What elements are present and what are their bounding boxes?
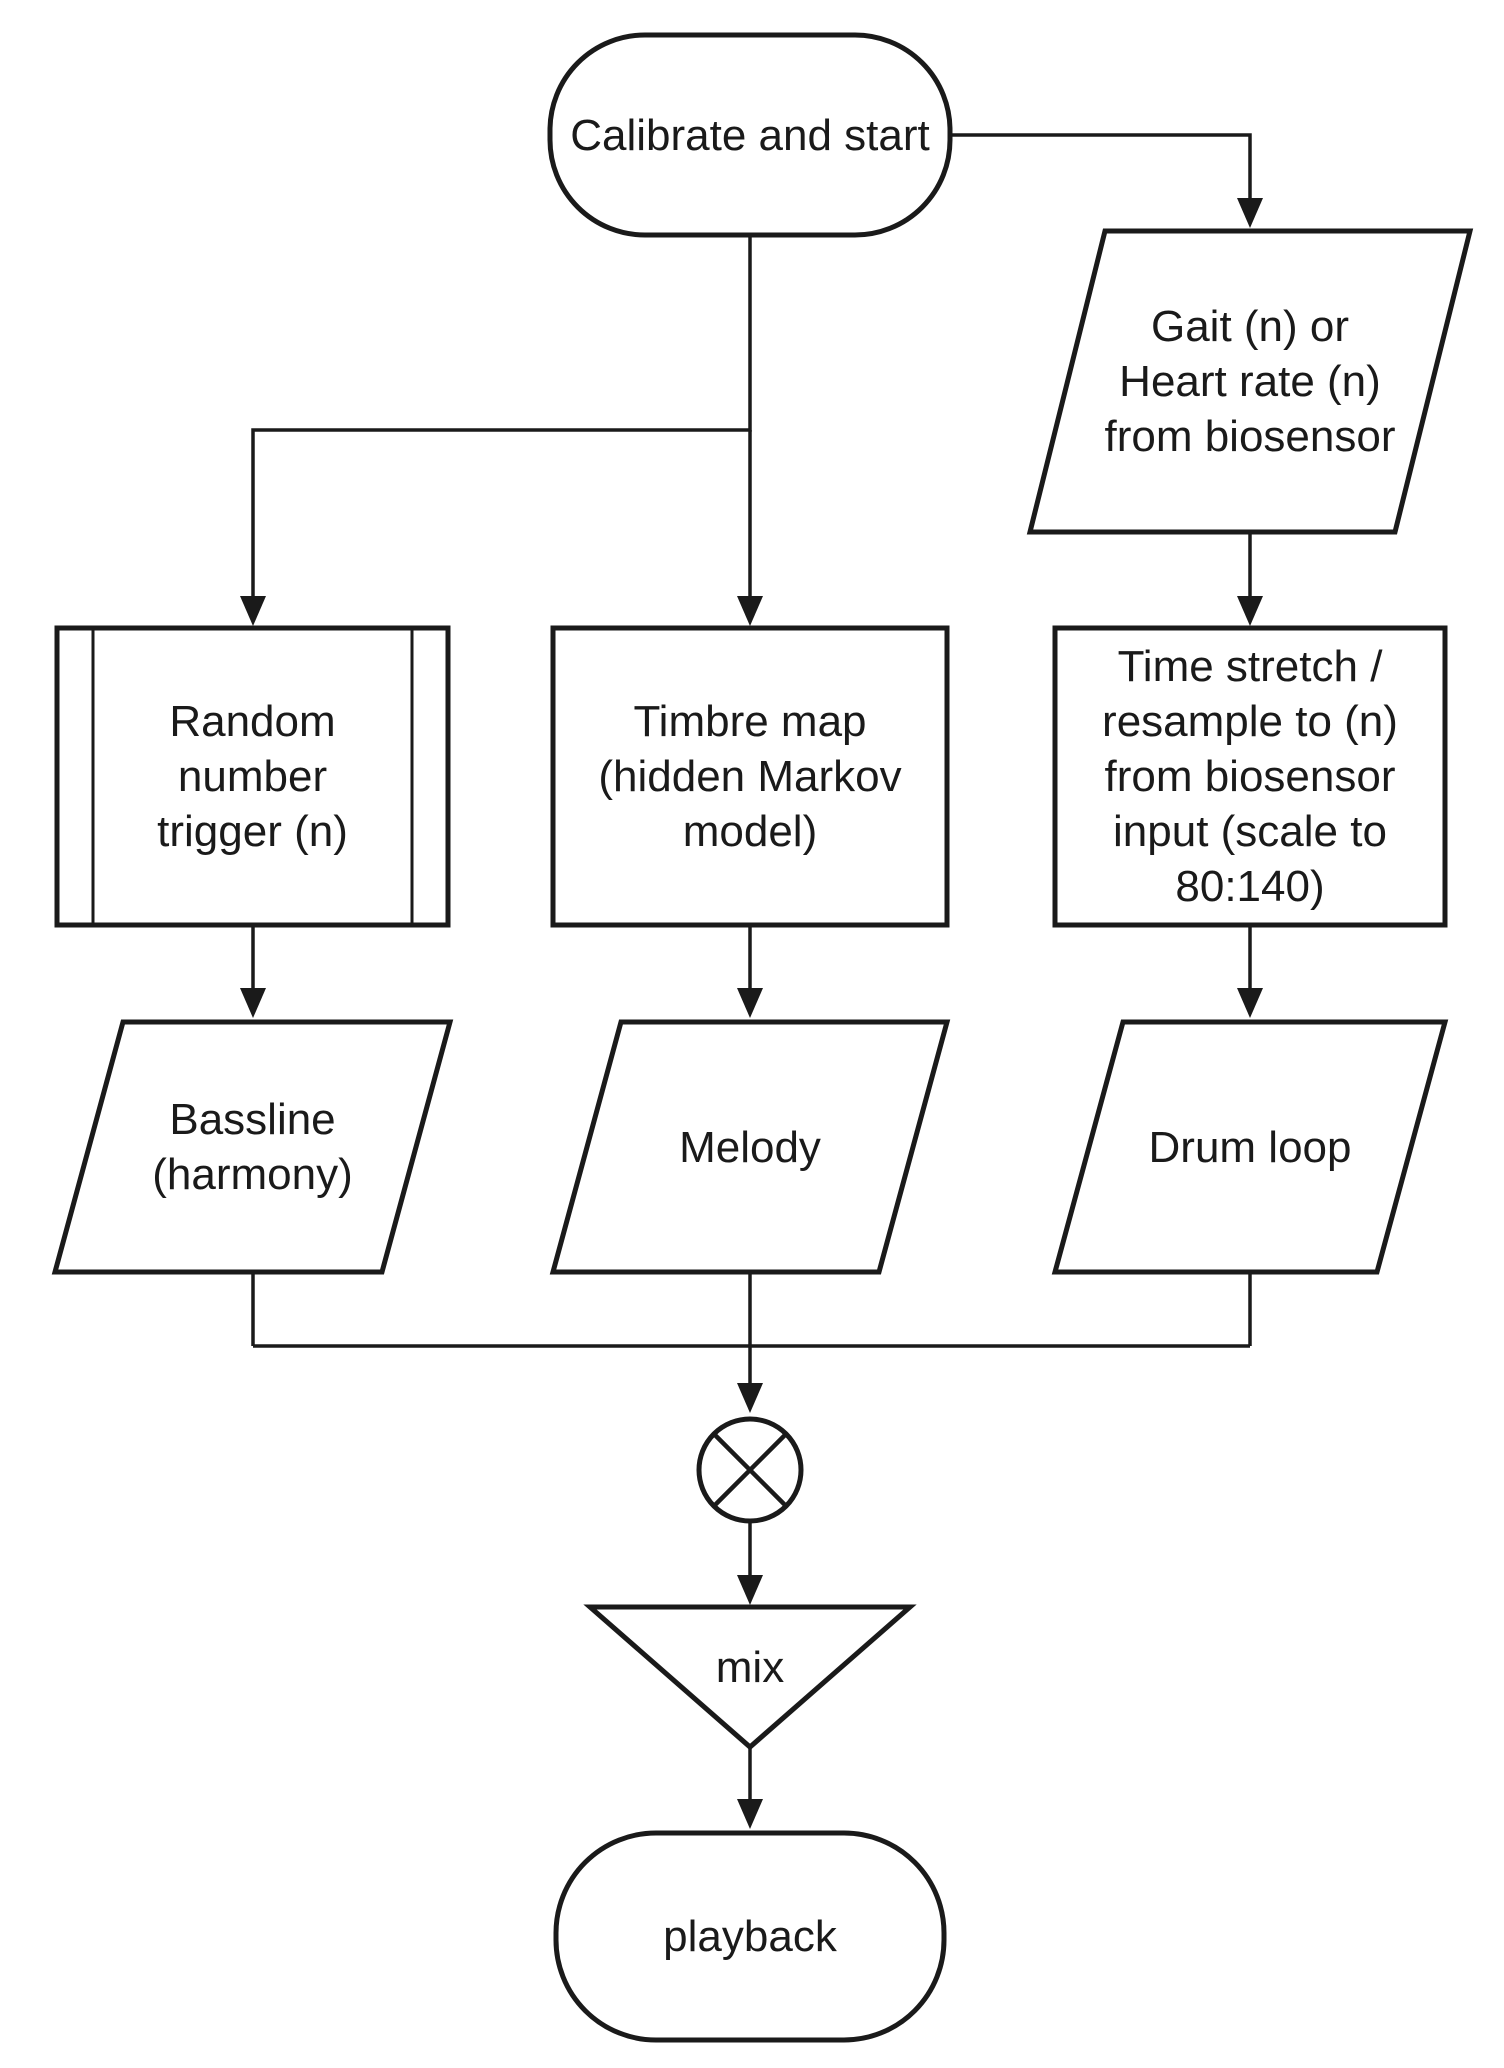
- parallelogram-shape: [51, 1019, 454, 1275]
- io-bassline: [51, 1019, 454, 1275]
- arrowhead-icon: [737, 1575, 763, 1605]
- label-bassline: Bassline (harmony): [152, 1095, 353, 1199]
- arrowhead-icon: [737, 1383, 763, 1413]
- edge-outputs-to-multiplier: [251, 1272, 1252, 1413]
- edge-timestretch-to-drumloop: [1237, 925, 1263, 1018]
- label-random: Random number trigger (n): [157, 697, 348, 856]
- edge-gait-to-timestretch: [1237, 532, 1263, 626]
- label-gait: Gait (n) or Heart rate (n) from biosenso…: [1104, 302, 1396, 461]
- edge-mix-to-playback: [737, 1747, 763, 1829]
- label-timbre: Timbre map (hidden Markov model): [598, 697, 902, 856]
- arrowhead-icon: [1237, 596, 1263, 626]
- parallelogram-shape: [1026, 228, 1474, 535]
- edge-random-to-bassline: [240, 925, 266, 1018]
- arrowhead-icon: [240, 988, 266, 1018]
- io-gait-heartrate: [1026, 228, 1474, 535]
- mix-triangle: [583, 1604, 917, 1751]
- arrowhead-icon: [1237, 988, 1263, 1018]
- process-shape: [1052, 625, 1448, 928]
- label-playback: playback: [663, 1912, 837, 1961]
- arrowhead-icon: [240, 596, 266, 626]
- label-mix: mix: [715, 1642, 785, 1692]
- multiply-junction-icon: [696, 1416, 804, 1524]
- edge-calibrate-to-random: [240, 235, 752, 626]
- label-melody: Melody: [679, 1122, 821, 1172]
- connector-line: [251, 1272, 1252, 1385]
- arrowhead-icon: [737, 1799, 763, 1829]
- arrowhead-icon: [737, 988, 763, 1018]
- parallelogram-shape: [1051, 1019, 1449, 1275]
- terminator-playback: [553, 1830, 947, 2043]
- process-timbre-map: [550, 625, 950, 928]
- arrowhead-icon: [737, 596, 763, 626]
- label-timestretch: Time stretch / resample to (n) from bios…: [1102, 642, 1398, 911]
- terminator-calibrate: [547, 32, 953, 238]
- inverted-triangle-shape: [583, 1604, 917, 1751]
- connector-line: [251, 235, 752, 598]
- io-melody: [549, 1019, 951, 1275]
- io-drum-loop: [1051, 1019, 1449, 1275]
- process-time-stretch: [1052, 625, 1448, 928]
- predefined-process-bars-icon: [91, 628, 414, 925]
- process-shape: [54, 625, 451, 928]
- edge-calibrate-to-gait: [950, 133, 1263, 228]
- edge-calibrate-to-timbre: [737, 430, 763, 626]
- process-shape: [550, 625, 950, 928]
- edge-multiplier-to-mix: [737, 1521, 763, 1605]
- terminator-shape: [547, 32, 953, 238]
- terminator-shape: [553, 1830, 947, 2043]
- edge-timbre-to-melody: [737, 925, 763, 1018]
- multiply-x-icon: [712, 1432, 788, 1508]
- label-drumloop: Drum loop: [1148, 1122, 1352, 1172]
- parallelogram-shape: [549, 1019, 951, 1275]
- arrowhead-icon: [1237, 198, 1263, 228]
- predefined-process-random-number: [54, 625, 451, 928]
- label-calibrate: Calibrate and start: [570, 110, 930, 160]
- connector-line: [950, 133, 1252, 200]
